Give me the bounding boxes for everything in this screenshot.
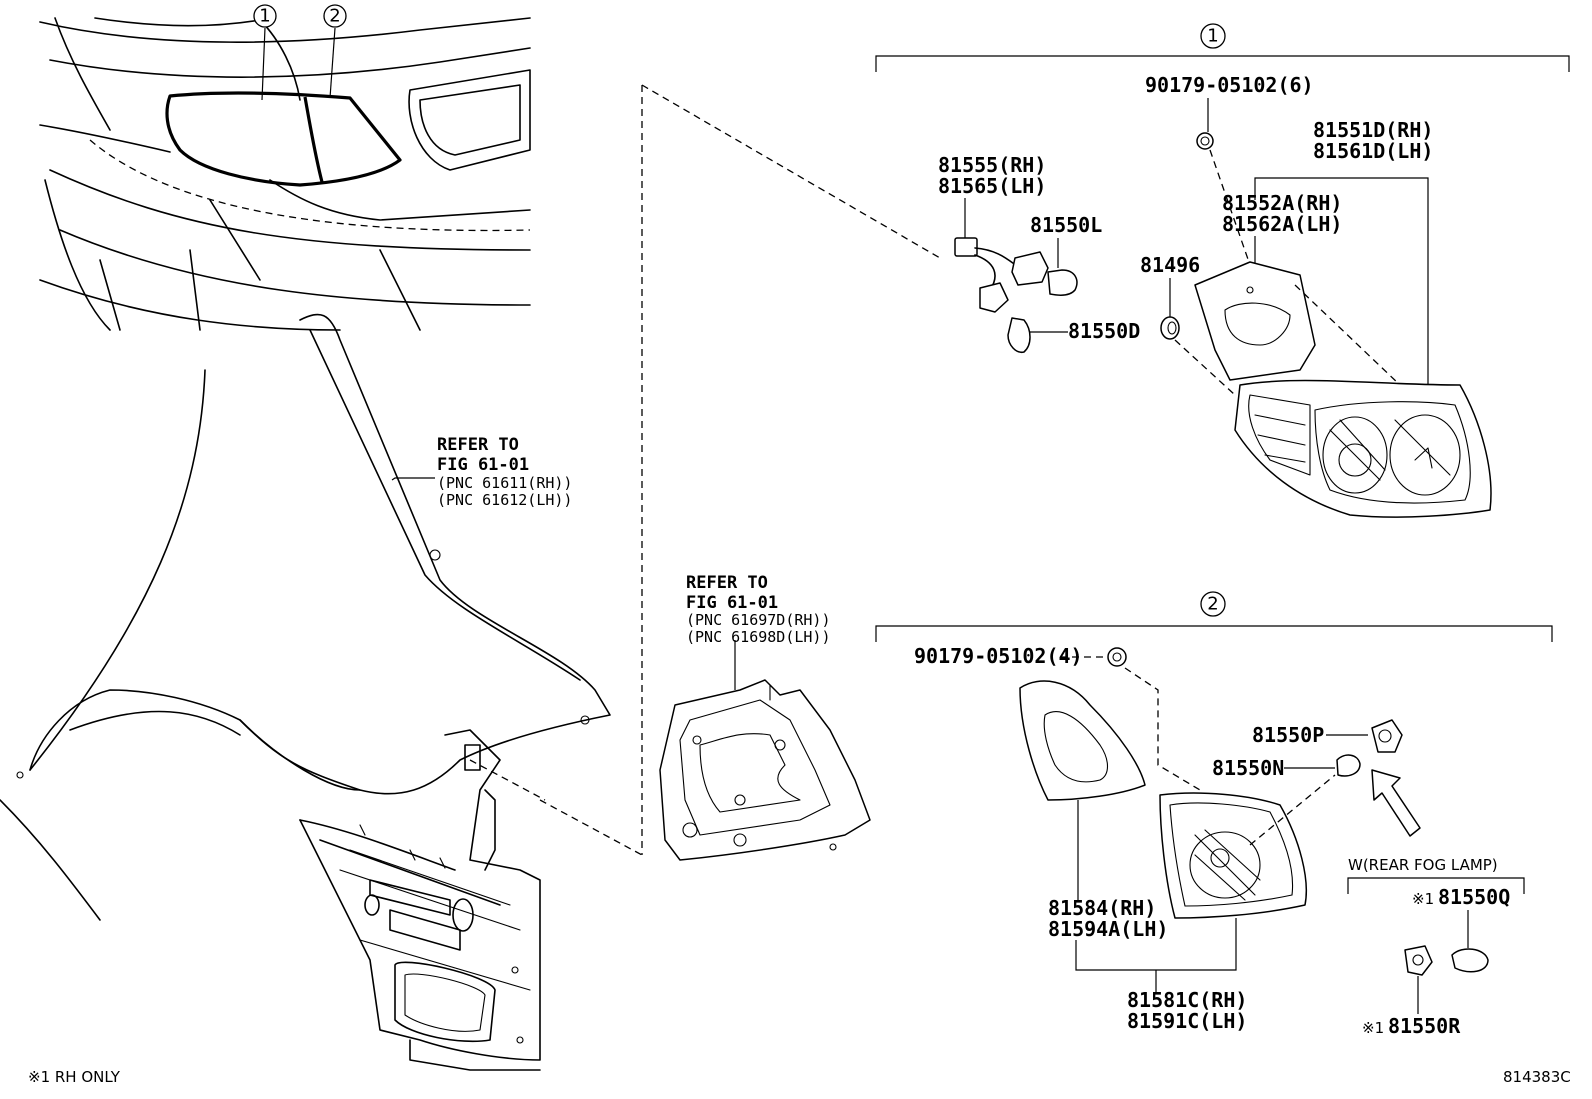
panel-fig-label: FIG 61-01 [686, 593, 778, 613]
callout-2-top-left: 2 [323, 4, 347, 28]
part-bulb-l: 81550L [1030, 213, 1102, 237]
svg-text:1: 1 [259, 6, 270, 27]
panel-pnc-lh: (PNC 61698D(LH)) [686, 628, 831, 646]
socket-wire-part [954, 237, 1049, 313]
fender-pnc-lh: (PNC 61612(LH)) [437, 491, 572, 509]
inner-lamp-assembly [1159, 792, 1308, 919]
panel-refer-label: REFER TO [686, 573, 768, 593]
back-panel-part [659, 679, 871, 861]
callout-1-top-left: 1 [253, 4, 277, 28]
up-left-arrow-icon [1371, 769, 1421, 837]
part-inner-gasket-lh: 81594A(LH) [1048, 917, 1168, 941]
bulb-n-icon [1336, 754, 1361, 777]
group-1-bracket: 1 [875, 23, 1570, 72]
part-lens-rh: 81551D(RH) [1313, 118, 1433, 142]
part-socket-rh: 81555(RH) [938, 153, 1046, 177]
part-bulb-n: 81550N [1212, 756, 1284, 780]
rh-only-mark-q: ※1 [1412, 890, 1434, 908]
fender-fig-label: FIG 61-01 [437, 455, 529, 475]
part-socket-lh: 81565(LH) [938, 174, 1046, 198]
part-fog-socket-r: 81550R [1388, 1014, 1461, 1038]
screw-4-icon [1107, 647, 1127, 667]
fog-lamp-label: W(REAR FOG LAMP) [1348, 856, 1498, 874]
part-inner-lamp-lh: 81591C(LH) [1127, 1009, 1247, 1033]
svg-text:2: 2 [329, 6, 340, 27]
part-grommet: 81496 [1140, 253, 1200, 277]
part-bulb-d: 81550D [1068, 319, 1140, 343]
bulb-p-socket-icon [1371, 719, 1403, 753]
part-gasket-lh: 81562A(LH) [1222, 212, 1342, 236]
group-2-bracket: 2 [875, 591, 1553, 642]
inner-lamp-divider [303, 96, 324, 183]
part-lens-lh: 81561D(LH) [1313, 139, 1433, 163]
part-inner-gasket-rh: 81584(RH) [1048, 896, 1156, 920]
panel-pnc-rh: (PNC 61697D(RH)) [686, 611, 831, 629]
part-fog-bulb-q: 81550Q [1438, 885, 1510, 909]
footnote-rh-only: ※1 RH ONLY [28, 1068, 121, 1086]
part-inner-lamp-rh: 81581C(RH) [1127, 988, 1247, 1012]
part-screw-4: 90179-05102(4) [914, 644, 1083, 668]
grommet-icon [1160, 316, 1180, 340]
part-bulb-p: 81550P [1252, 723, 1324, 747]
car-rear-view: 1 2 [39, 4, 531, 331]
rh-only-mark-r: ※1 [1362, 1019, 1384, 1037]
fender-refer-label: REFER TO [437, 435, 519, 455]
part-gasket-rh: 81552A(RH) [1222, 191, 1342, 215]
lamp-gasket-part [1194, 261, 1316, 381]
fog-bulb-icon [1451, 948, 1489, 973]
tail-lamp-assembly [1234, 379, 1492, 518]
screw-icon [1196, 132, 1214, 150]
part-screw-6: 90179-05102(6) [1145, 73, 1314, 97]
fog-socket-icon [1404, 945, 1433, 976]
fender-pnc-rh: (PNC 61611(RH)) [437, 474, 572, 492]
svg-text:1: 1 [1207, 26, 1218, 47]
bulb-d-icon [1007, 317, 1031, 354]
bulb-l-icon [1047, 269, 1078, 296]
quarter-panel [0, 313, 611, 1071]
inner-gasket-part [1019, 680, 1146, 801]
svg-text:2: 2 [1207, 594, 1218, 615]
figure-code: 814383C [1503, 1068, 1571, 1086]
tail-lamp-outline [165, 91, 402, 187]
